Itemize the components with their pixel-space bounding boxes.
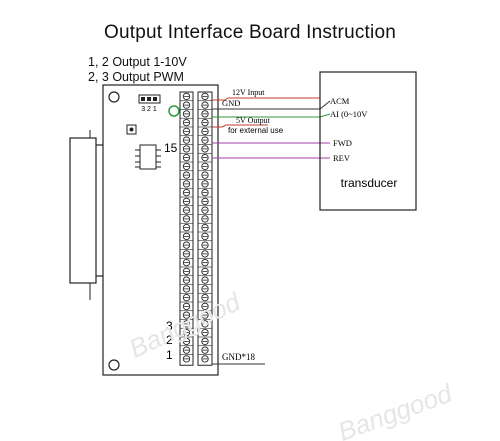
mounting-hole-icon bbox=[108, 359, 120, 371]
screw-terminal-icon bbox=[182, 320, 191, 328]
terminal-rev: REV bbox=[333, 153, 351, 163]
note-output-voltage: 1, 2 Output 1-10V bbox=[88, 55, 187, 69]
pin-label-1: 1 bbox=[166, 348, 173, 362]
screw-terminal-icon bbox=[182, 241, 191, 249]
screw-terminal-icon bbox=[182, 258, 191, 267]
label-12v-input: 12V Input bbox=[232, 88, 265, 97]
screw-terminal-icon bbox=[201, 180, 209, 188]
screw-terminal-icon bbox=[182, 145, 191, 153]
screw-terminal-icon bbox=[182, 92, 191, 101]
mounting-hole-icon bbox=[108, 91, 120, 103]
screw-terminal-icon bbox=[182, 206, 191, 214]
screw-terminal-icon bbox=[182, 337, 191, 346]
screw-terminal-icon bbox=[182, 136, 191, 144]
screw-terminal-icon bbox=[201, 346, 209, 354]
screw-terminal-icon bbox=[182, 276, 191, 284]
screw-terminal-icon bbox=[182, 171, 191, 179]
led-icon bbox=[168, 105, 180, 117]
screw-terminal-icon bbox=[182, 153, 191, 162]
ic-chip-icon bbox=[139, 144, 157, 170]
screw-terminal-icon bbox=[201, 118, 209, 127]
screw-terminal-icon bbox=[201, 215, 209, 223]
screw-terminal-icon bbox=[201, 171, 209, 179]
screw-terminal-icon bbox=[201, 250, 209, 258]
screw-terminal-icon bbox=[182, 197, 191, 206]
screw-terminal-icon bbox=[201, 293, 209, 302]
screw-terminal-icon bbox=[182, 302, 191, 311]
wire-analog-output bbox=[212, 113, 331, 118]
screw-terminal-icon bbox=[201, 92, 209, 101]
screw-terminal-icon bbox=[182, 328, 191, 337]
screw-terminal-icon bbox=[182, 110, 191, 118]
screw-terminal-icon bbox=[182, 293, 191, 302]
screw-terminal-icon bbox=[201, 136, 209, 144]
screw-terminal-icon bbox=[182, 188, 191, 197]
label-gnd-18: GND*18 bbox=[222, 352, 255, 362]
page-title: Output Interface Board Instruction bbox=[104, 22, 396, 43]
screw-terminal-icon bbox=[201, 302, 209, 311]
screw-terminal-icon bbox=[182, 232, 191, 241]
transducer-box bbox=[319, 71, 417, 211]
screw-terminal-icon bbox=[201, 206, 209, 214]
screw-terminal-icon bbox=[201, 285, 209, 293]
screw-terminal-icon bbox=[182, 101, 191, 109]
screw-terminal-icon bbox=[182, 223, 191, 232]
screw-terminal-icon bbox=[182, 250, 191, 258]
terminal-column-inner bbox=[179, 91, 194, 366]
watermark-logo: Banggood bbox=[334, 377, 457, 441]
terminal-block bbox=[179, 91, 213, 366]
screw-terminal-icon bbox=[201, 328, 209, 337]
terminal-fwd: FWD bbox=[333, 138, 352, 148]
jumper-header bbox=[138, 94, 161, 104]
screw-terminal-icon bbox=[201, 276, 209, 284]
screw-terminal-icon bbox=[182, 180, 191, 188]
wire-12v-input bbox=[212, 97, 320, 101]
terminal-acm: ACM bbox=[330, 96, 350, 106]
screw-terminal-icon bbox=[201, 320, 209, 328]
label-gnd: GND bbox=[222, 98, 240, 108]
terminal-ai: AI (0~10V bbox=[330, 109, 368, 119]
screw-terminal-icon bbox=[201, 188, 209, 197]
note-output-pwm: 2, 3 Output PWM bbox=[88, 70, 184, 84]
screw-terminal-icon bbox=[201, 241, 209, 249]
board-outline bbox=[102, 84, 219, 376]
jumper-label: 3 2 1 bbox=[141, 106, 157, 113]
screw-terminal-icon bbox=[201, 337, 209, 346]
screw-terminal-icon bbox=[201, 197, 209, 206]
edge-connector bbox=[69, 137, 97, 284]
screw-terminal-icon bbox=[201, 145, 209, 153]
screw-terminal-icon bbox=[201, 153, 209, 162]
screw-terminal-icon bbox=[201, 267, 209, 276]
pin-label-15: 15 bbox=[164, 141, 178, 155]
potentiometer-icon bbox=[126, 124, 137, 135]
screw-terminal-icon bbox=[201, 127, 209, 136]
screw-terminal-icon bbox=[182, 311, 191, 319]
label-external-use: for external use bbox=[228, 126, 284, 135]
terminal-column-outer bbox=[197, 91, 213, 366]
screw-terminal-icon bbox=[201, 311, 209, 319]
screw-terminal-icon bbox=[201, 101, 209, 109]
screw-terminal-icon bbox=[201, 162, 209, 171]
screw-terminal-icon bbox=[182, 127, 191, 136]
screw-terminal-icon bbox=[182, 285, 191, 293]
screw-terminal-icon bbox=[201, 258, 209, 267]
screw-terminal-icon bbox=[182, 215, 191, 223]
screw-terminal-icon bbox=[201, 110, 209, 118]
pin-label-2: 2 bbox=[166, 333, 173, 347]
screw-terminal-icon bbox=[182, 118, 191, 127]
wire-5v-output bbox=[212, 124, 268, 128]
screw-terminal-icon bbox=[182, 346, 191, 354]
pin-label-3: 3 bbox=[166, 319, 173, 333]
transducer-label: transducer bbox=[341, 176, 398, 190]
screw-terminal-icon bbox=[182, 162, 191, 171]
screw-terminal-icon bbox=[201, 223, 209, 232]
screw-terminal-icon bbox=[182, 267, 191, 276]
screw-terminal-icon bbox=[182, 355, 191, 363]
label-5v-output: 5V Output bbox=[236, 116, 271, 125]
screw-terminal-icon bbox=[201, 232, 209, 241]
screw-terminal-icon bbox=[201, 355, 209, 363]
